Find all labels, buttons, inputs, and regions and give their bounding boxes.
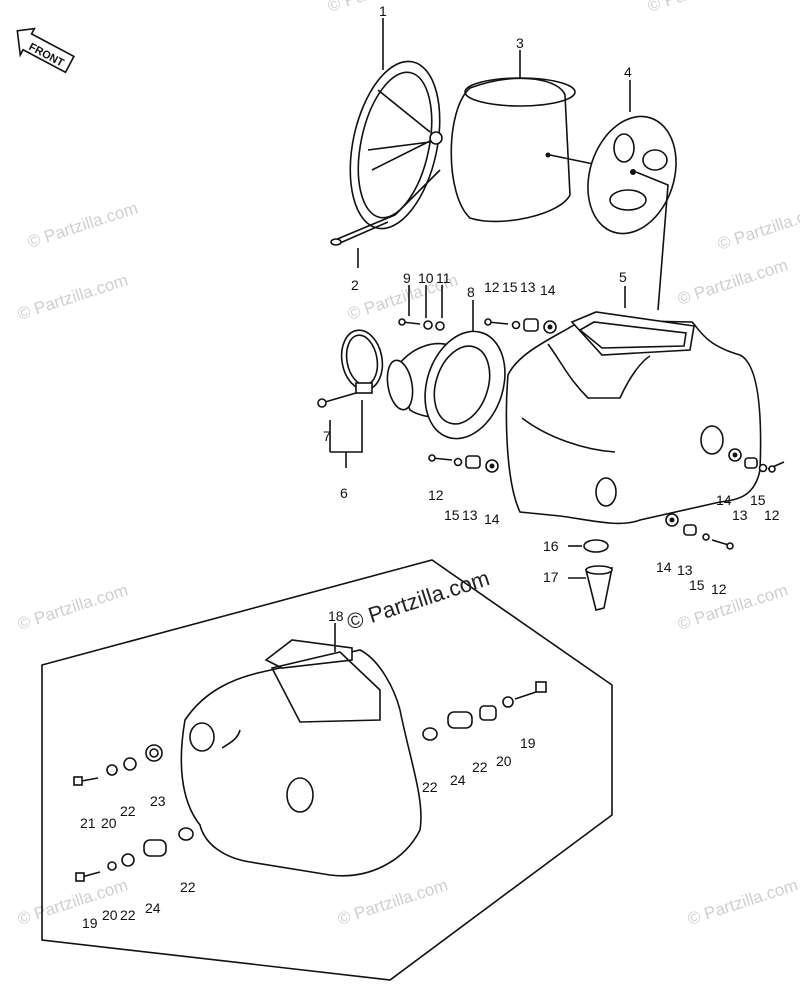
side-cover [180, 623, 422, 877]
callout-c19b: 19 [82, 915, 98, 931]
callout-c24a: 24 [450, 772, 466, 788]
front-arrow-icon: FRONT [16, 27, 76, 74]
callout-c14a: 14 [540, 282, 556, 298]
callout-c8: 8 [467, 284, 475, 300]
callout-c9: 9 [403, 270, 411, 286]
watermark-text: © Partzilla.com [15, 270, 130, 323]
callout-c21: 21 [80, 815, 96, 831]
callout-c20c: 20 [102, 907, 118, 923]
callout-c20a: 20 [496, 753, 512, 769]
callout-c13d: 13 [677, 562, 693, 578]
callout-c22c: 22 [120, 803, 136, 819]
clip-part [330, 169, 441, 268]
fastener-group-lower-left-2 [75, 827, 194, 882]
callout-c3: 3 [516, 35, 524, 51]
callout-c12d: 12 [711, 581, 727, 597]
air-cleaner-case [505, 286, 762, 525]
callout-c13a: 13 [520, 279, 536, 295]
callout-c10: 10 [418, 270, 434, 286]
watermark-text: © Partzilla.com [25, 198, 140, 251]
callout-c24b: 24 [145, 900, 161, 916]
callout-c23: 23 [150, 793, 166, 809]
intake-duct [386, 300, 506, 440]
callout-c18: 18 [328, 608, 344, 624]
callout-c13c: 13 [732, 507, 748, 523]
callout-c17: 17 [543, 569, 559, 585]
callout-c5: 5 [619, 269, 627, 285]
watermark-text: © Partzilla.com [685, 875, 800, 928]
callout-c2: 2 [351, 277, 359, 293]
air-filter-element [450, 50, 633, 223]
fastener-group-lower-left-1 [73, 744, 163, 786]
fastener-group-9-10-11 [398, 285, 445, 331]
callout-c19a: 19 [520, 735, 536, 751]
callout-c20b: 20 [101, 815, 117, 831]
callout-c13b: 13 [462, 507, 478, 523]
callout-c15b: 15 [444, 507, 460, 523]
callout-c22e: 22 [180, 879, 196, 895]
callout-c14b: 14 [484, 511, 500, 527]
callout-c4: 4 [624, 64, 632, 80]
callout-c15a: 15 [502, 279, 518, 295]
callout-c15c: 15 [750, 492, 766, 508]
fastener-group-right-1 [728, 448, 785, 473]
callout-c12c: 12 [764, 507, 780, 523]
fastener-group-top [484, 318, 557, 334]
callout-c22b: 22 [472, 759, 488, 775]
callout-c16: 16 [543, 538, 559, 554]
clamp-band [317, 329, 384, 468]
callout-c22a: 22 [422, 779, 438, 795]
baffle-plate [587, 80, 677, 311]
watermark-text: © Partzilla.com [675, 255, 790, 308]
partzilla-watermark: © Partzilla.com [344, 565, 493, 635]
watermark-text: © Partzilla.com [645, 0, 760, 16]
o-ring [568, 539, 609, 553]
fastener-group-right-2 [665, 513, 734, 550]
air-cleaner-cover-plate [349, 18, 443, 230]
callout-c12b: 12 [428, 487, 444, 503]
lower-assembly-outline [41, 559, 613, 981]
callout-c14d: 14 [656, 559, 672, 575]
watermark-text: © Partzilla.com [335, 875, 450, 928]
callout-c15d: 15 [689, 577, 705, 593]
watermark-text: © Partzilla.com [715, 200, 800, 253]
watermark-text: © Partzilla.com [15, 580, 130, 633]
callout-c12a: 12 [484, 279, 500, 295]
callout-c1: 1 [379, 3, 387, 19]
callout-c11: 11 [436, 270, 451, 286]
callout-c6: 6 [340, 485, 348, 501]
callout-c22d: 22 [120, 907, 136, 923]
fastener-group-mid [428, 454, 499, 473]
fastener-group-lower-right [422, 681, 547, 741]
callout-c14c: 14 [716, 492, 732, 508]
callout-c7: 7 [323, 428, 331, 444]
drain-fitting [568, 565, 613, 611]
